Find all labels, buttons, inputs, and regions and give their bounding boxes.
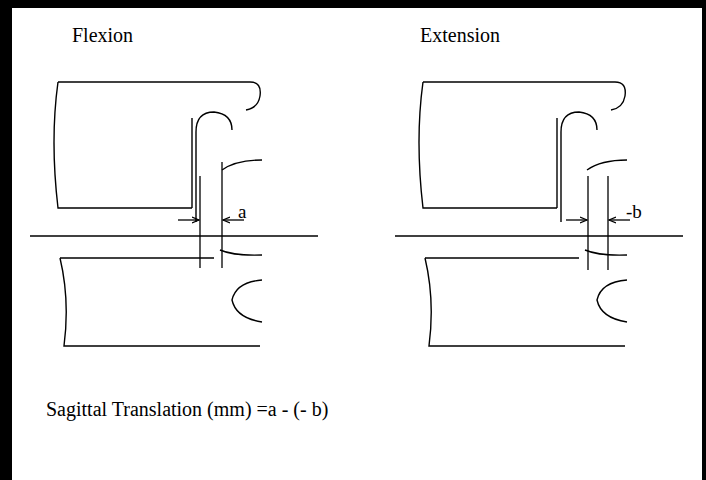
view-title: Flexion [72,24,133,46]
dimension-label: -b [626,202,642,223]
dimension-label: a [238,202,246,223]
formula-caption: Sagittal Translation (mm) =a - (- b) [46,398,328,420]
view-title: Extension [420,24,500,46]
